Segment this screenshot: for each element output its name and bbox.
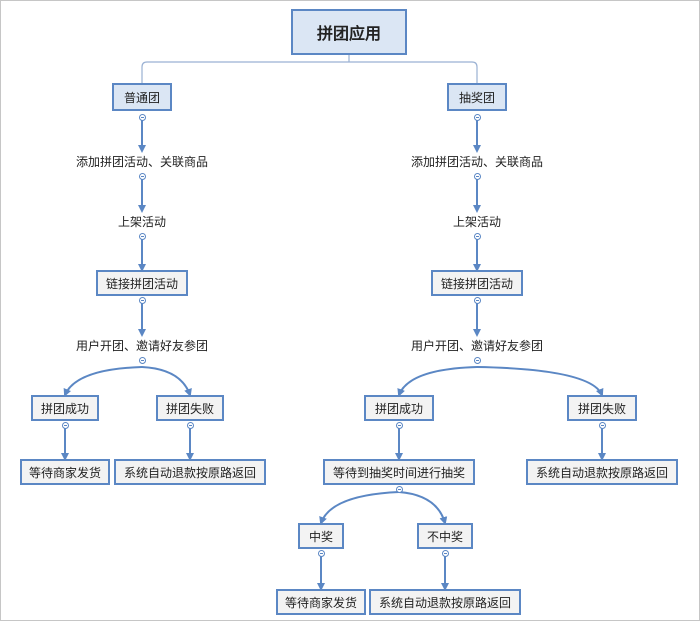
collapse-toggle-icon[interactable] <box>473 296 481 304</box>
node-normal-group[interactable]: 普通团 <box>112 83 172 111</box>
node-lottery-add-activity[interactable]: 添加拼团活动、关联商品 <box>410 154 543 169</box>
collapse-toggle-icon[interactable] <box>473 232 481 240</box>
node-lottery-publish[interactable]: 上架活动 <box>452 214 501 229</box>
node-lottery-group[interactable]: 抽奖团 <box>447 83 507 111</box>
node-lottery-auto-refund[interactable]: 系统自动退款按原路返回 <box>526 459 678 485</box>
branch-connector <box>319 491 400 525</box>
branch-connector <box>476 366 604 397</box>
collapse-toggle-icon[interactable] <box>138 296 146 304</box>
node-lottery-win[interactable]: 中奖 <box>298 523 344 549</box>
node-normal-fail[interactable]: 拼团失败 <box>156 395 224 421</box>
collapse-toggle-icon[interactable] <box>138 172 146 180</box>
collapse-toggle-icon[interactable] <box>473 356 481 364</box>
collapse-toggle-icon[interactable] <box>317 549 325 557</box>
node-normal-publish[interactable]: 上架活动 <box>117 214 166 229</box>
node-lottery-open-invite[interactable]: 用户开团、邀请好友参团 <box>410 338 543 353</box>
root-bracket-connector <box>141 55 478 83</box>
node-lottery-lose-auto-refund[interactable]: 系统自动退款按原路返回 <box>369 589 521 615</box>
node-lottery-win-await-shipment[interactable]: 等待商家发货 <box>276 589 366 615</box>
collapse-toggle-icon[interactable] <box>138 356 146 364</box>
branch-connector <box>397 366 478 397</box>
collapse-toggle-icon[interactable] <box>441 549 449 557</box>
node-normal-open-invite[interactable]: 用户开团、邀请好友参团 <box>75 338 208 353</box>
node-normal-await-shipment[interactable]: 等待商家发货 <box>20 459 110 485</box>
collapse-toggle-icon[interactable] <box>138 232 146 240</box>
node-lottery-lose[interactable]: 不中奖 <box>417 523 473 549</box>
branch-connector <box>141 366 192 397</box>
node-normal-add-activity[interactable]: 添加拼团活动、关联商品 <box>75 154 208 169</box>
collapse-toggle-icon[interactable] <box>598 421 606 429</box>
collapse-toggle-icon[interactable] <box>186 421 194 429</box>
node-root[interactable]: 拼团应用 <box>291 9 407 55</box>
collapse-toggle-icon[interactable] <box>473 113 481 121</box>
node-normal-auto-refund[interactable]: 系统自动退款按原路返回 <box>114 459 266 485</box>
node-lottery-success[interactable]: 拼团成功 <box>364 395 434 421</box>
node-normal-success[interactable]: 拼团成功 <box>31 395 99 421</box>
collapse-toggle-icon[interactable] <box>395 485 403 493</box>
branch-connector <box>398 491 448 525</box>
node-lottery-await-draw[interactable]: 等待到抽奖时间进行抽奖 <box>323 459 475 485</box>
collapse-toggle-icon[interactable] <box>473 172 481 180</box>
node-lottery-fail[interactable]: 拼团失败 <box>567 395 637 421</box>
collapse-toggle-icon[interactable] <box>138 113 146 121</box>
collapse-toggle-icon[interactable] <box>61 421 69 429</box>
branch-connector <box>63 366 143 397</box>
collapse-toggle-icon[interactable] <box>395 421 403 429</box>
node-normal-link-activity[interactable]: 链接拼团活动 <box>96 270 188 296</box>
node-lottery-link-activity[interactable]: 链接拼团活动 <box>431 270 523 296</box>
